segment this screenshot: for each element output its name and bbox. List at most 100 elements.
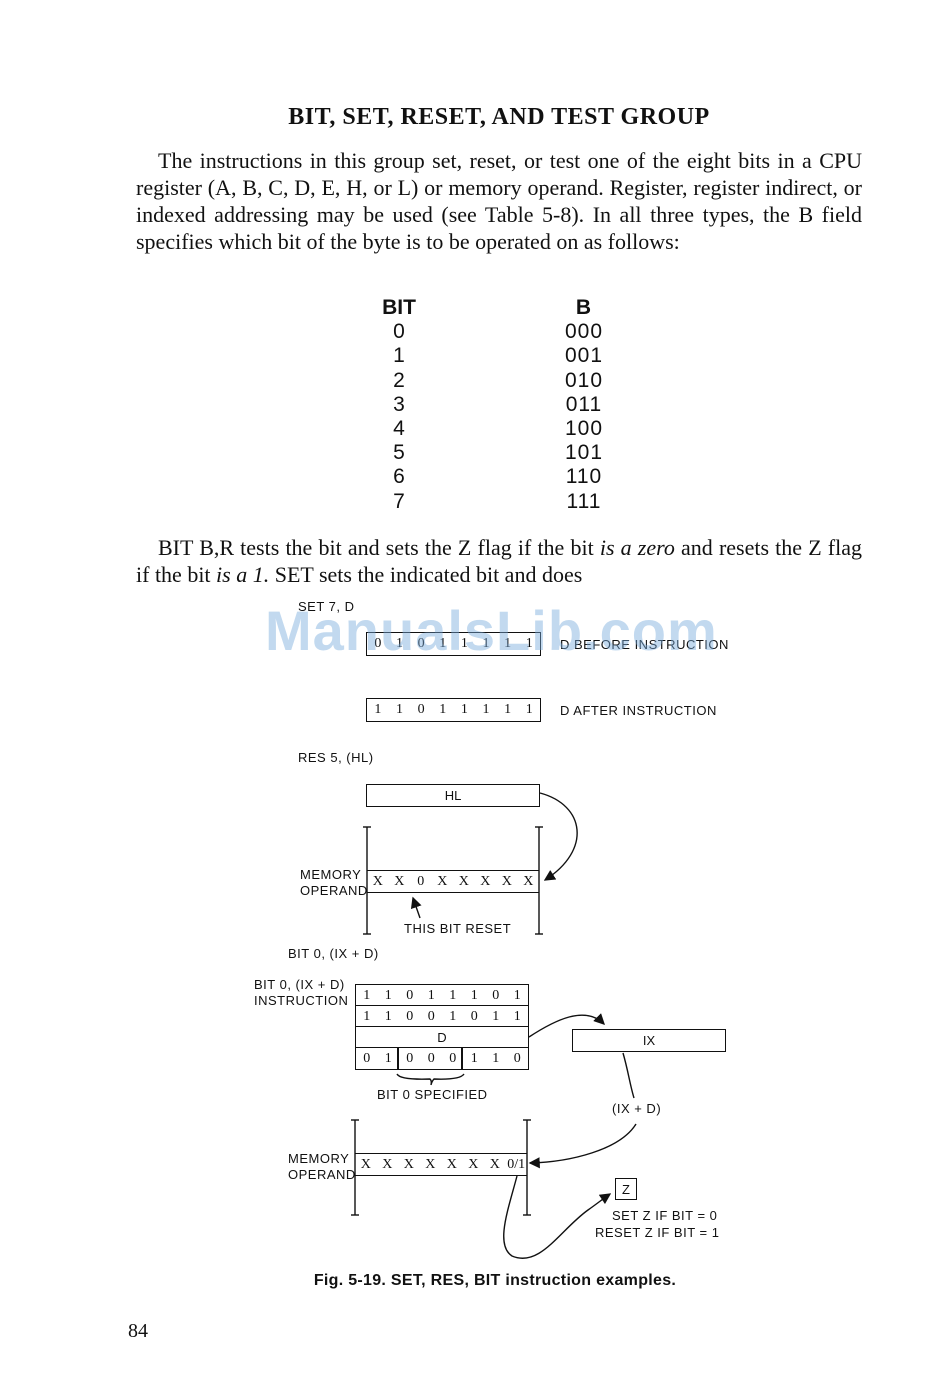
- bit-cell: 1: [363, 1008, 371, 1024]
- figure-caption: Fig. 5-19. SET, RES, BIT instruction exa…: [313, 1272, 677, 1289]
- bit-cell: 1: [439, 702, 447, 717]
- sum-to-memory-arrow: [528, 1123, 637, 1169]
- b-field-cell: 011: [565, 392, 603, 416]
- bit-cell: 0: [406, 987, 414, 1003]
- bit-instruction-label-2: INSTRUCTION: [254, 993, 349, 1008]
- register-hl-label: HL: [444, 788, 462, 803]
- ix-plus-d-label: (IX + D): [612, 1101, 662, 1116]
- para2-emphasis-zero: is a zero: [599, 535, 675, 560]
- bit-cell: 0: [427, 1008, 435, 1024]
- bit-cell: 1: [525, 636, 533, 651]
- register-ix: IX: [572, 1029, 726, 1052]
- res-example-title: RES 5, (HL): [298, 750, 374, 765]
- bit-cell: 1: [363, 987, 371, 1003]
- table-row: 7 111: [360, 490, 640, 514]
- z-note-reset: RESET Z IF BIT = 1: [595, 1225, 720, 1240]
- bit-cell: 0: [449, 1050, 457, 1066]
- bit-cell: 1: [395, 636, 403, 651]
- bit-cell: 1: [449, 987, 457, 1003]
- bit-cell: X: [468, 1156, 479, 1172]
- bit-number-cell: 5: [393, 441, 405, 465]
- b-field-cell: 111: [566, 489, 602, 513]
- bit-cell: 1: [470, 987, 478, 1003]
- bit-cell: X: [501, 873, 512, 889]
- bit-memory-label-2: OPERAND: [288, 1167, 356, 1182]
- bit-cell: X: [394, 873, 405, 889]
- bit-cell: 1: [460, 702, 468, 717]
- b-field-cell: 100: [564, 416, 604, 440]
- bit-cell: 0: [470, 1008, 478, 1024]
- bit-to-z-arrow: [503, 1175, 612, 1259]
- bit-number-cell: 1: [393, 344, 405, 368]
- bit-cell: X: [480, 873, 491, 889]
- z-note-set: SET Z IF BIT = 0: [612, 1208, 718, 1223]
- bit-cell: 0: [363, 1050, 371, 1066]
- bit-cell: 1: [482, 702, 490, 717]
- this-bit-reset-annotation: THIS BIT RESET: [404, 921, 512, 936]
- para2-text-3: SET sets the indicated bit and does: [269, 562, 583, 587]
- bit-cell: 0: [374, 636, 382, 651]
- bit-cell: X: [360, 1156, 371, 1172]
- para2-text-2: and resets the Z flag if the bit: [136, 535, 862, 587]
- bit-cell: X: [372, 873, 383, 889]
- hl-pointer-arrow: [539, 792, 578, 881]
- bit-cell: X: [489, 1156, 500, 1172]
- watermark-text: ManualsLib.com: [265, 599, 718, 662]
- bit-cell: 1: [460, 636, 468, 651]
- bit-number-cell: 3: [393, 392, 405, 416]
- bit-cell: X: [458, 873, 469, 889]
- bit-cell: X: [437, 873, 448, 889]
- bit-cell: 0: [427, 1050, 435, 1066]
- bit-cell: 1: [513, 987, 521, 1003]
- z-flag-box: Z: [615, 1178, 637, 1200]
- bit-cell: X: [382, 1156, 393, 1172]
- bit-specified-brace: [396, 1073, 465, 1086]
- bit-number-cell: 6: [393, 465, 405, 489]
- bit-cell: X: [425, 1156, 436, 1172]
- bit-cell: 1: [492, 1050, 500, 1066]
- para2-emphasis-one: is a 1.: [216, 562, 270, 587]
- table-header-b: B: [575, 296, 593, 319]
- bit-cell: 1: [470, 1050, 478, 1066]
- table-header-row: BIT B: [360, 296, 640, 320]
- table-row: 3 011: [360, 393, 640, 417]
- instruction-byte-d-label: D: [437, 1030, 447, 1045]
- bit-cell: 0: [406, 1050, 414, 1066]
- page-number: 84: [128, 1320, 148, 1342]
- bit-cell: 1: [395, 702, 403, 717]
- bit-cell: 0: [417, 873, 425, 889]
- bit-example-title: BIT 0, (IX + D): [288, 946, 379, 961]
- bit-memory-label-1: MEMORY: [288, 1151, 350, 1166]
- bit-number-cell: 7: [393, 489, 405, 513]
- bit-cell: X: [523, 873, 534, 889]
- bit-number-cell: 2: [393, 368, 405, 392]
- register-d-before-label: D BEFORE INSTRUCTION: [560, 637, 729, 652]
- b-field-cell: 000: [564, 320, 604, 344]
- ix-to-sum-line: [622, 1052, 635, 1099]
- bit-cell: 1: [427, 987, 435, 1003]
- bit-cell: 0: [406, 1008, 414, 1024]
- bit-cell: 0: [417, 636, 425, 651]
- bit-cell: 1: [504, 636, 512, 651]
- intro-paragraph: The instructions in this group set, rese…: [136, 148, 862, 254]
- bit-cell: 1: [384, 1008, 392, 1024]
- bit-specified-label: BIT 0 SPECIFIED: [377, 1087, 488, 1102]
- d-to-ix-arrow: [528, 1013, 605, 1038]
- bit-cell: 1: [525, 702, 533, 717]
- bit-number-cell: 0: [393, 320, 405, 344]
